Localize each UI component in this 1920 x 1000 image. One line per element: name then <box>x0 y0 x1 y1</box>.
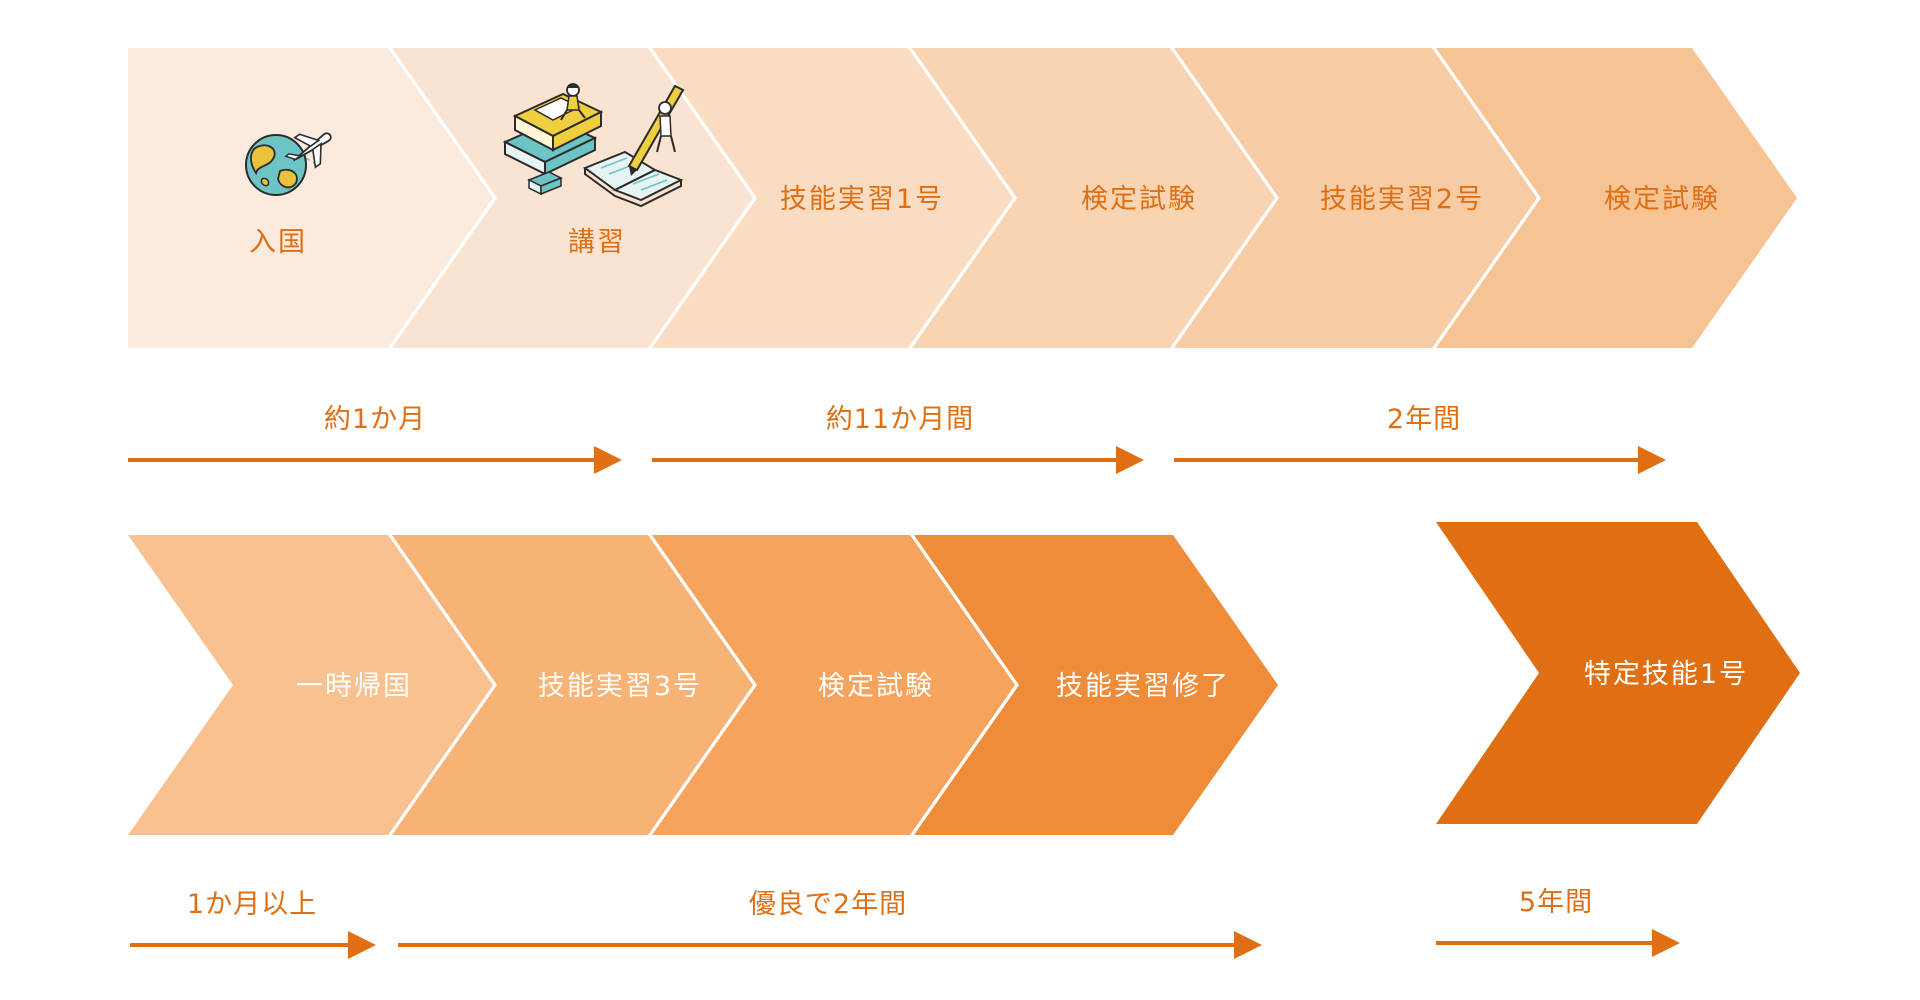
row1-steps <box>128 48 1797 348</box>
period-2-years-arrow <box>1174 446 1666 474</box>
step-training2-label: 技能実習2号 <box>1320 184 1484 215</box>
step-exam2-label: 検定試験 <box>1604 184 1720 215</box>
period-excellent-2-years-label: 優良で2年間 <box>749 889 907 920</box>
step-training1-label: 技能実習1号 <box>780 184 944 215</box>
globe-airplane-icon <box>245 132 332 196</box>
period-2-years-label: 2年間 <box>1387 404 1461 435</box>
step-training-complete-chevron <box>914 535 1278 835</box>
step-training2-chevron <box>1174 48 1537 348</box>
row2-step-labels: 一時帰国 技能実習3号 検定試験 技能実習修了 特定技能1号 <box>296 659 1748 702</box>
period-1-month-plus-label: 1か月以上 <box>187 889 317 920</box>
period-5-years-label: 5年間 <box>1519 887 1593 918</box>
step-training1-chevron <box>652 48 1013 348</box>
row2-steps <box>128 522 1800 835</box>
step-exam2-chevron <box>1436 48 1797 348</box>
row1-periods: 約1か月 約11か月間 2年間 <box>128 404 1666 474</box>
period-1-month-arrow <box>128 446 622 474</box>
period-1-month-plus-arrow <box>130 931 376 959</box>
books-study-icon <box>502 83 685 208</box>
step-temporary-return-label: 一時帰国 <box>296 671 412 702</box>
step-training3-chevron <box>392 535 753 835</box>
pencil-person <box>627 84 685 176</box>
row1-step-labels: 入国 講習 技能実習1号 検定試験 技能実習2号 検定試験 <box>249 184 1720 258</box>
step-specified-skill-chevron <box>1436 522 1800 824</box>
period-5-years-arrow <box>1436 929 1680 957</box>
period-1-month-label: 約1か月 <box>324 404 426 435</box>
book-stack <box>502 92 604 176</box>
period-11-months-label: 約11か月間 <box>826 404 974 435</box>
step-lecture-label: 講習 <box>568 227 626 258</box>
period-11-months-arrow <box>652 446 1144 474</box>
step-temporary-return-chevron <box>128 535 493 835</box>
step-training3-label: 技能実習3号 <box>538 671 702 702</box>
step-training-complete-label: 技能実習修了 <box>1056 671 1230 702</box>
step-exam3-chevron <box>652 535 1015 835</box>
row2-periods: 1か月以上 優良で2年間 5年間 <box>130 887 1680 959</box>
eraser <box>527 171 563 196</box>
period-excellent-2-years-arrow <box>398 931 1262 959</box>
step-exam3-label: 検定試験 <box>818 671 934 702</box>
step-exam1-chevron <box>912 48 1275 348</box>
reading-person <box>560 83 586 121</box>
step-specified-skill-label: 特定技能1号 <box>1584 659 1748 690</box>
step-entry-chevron <box>128 48 493 348</box>
step-entry-label: 入国 <box>249 227 307 258</box>
step-exam1-label: 検定試験 <box>1081 184 1197 215</box>
